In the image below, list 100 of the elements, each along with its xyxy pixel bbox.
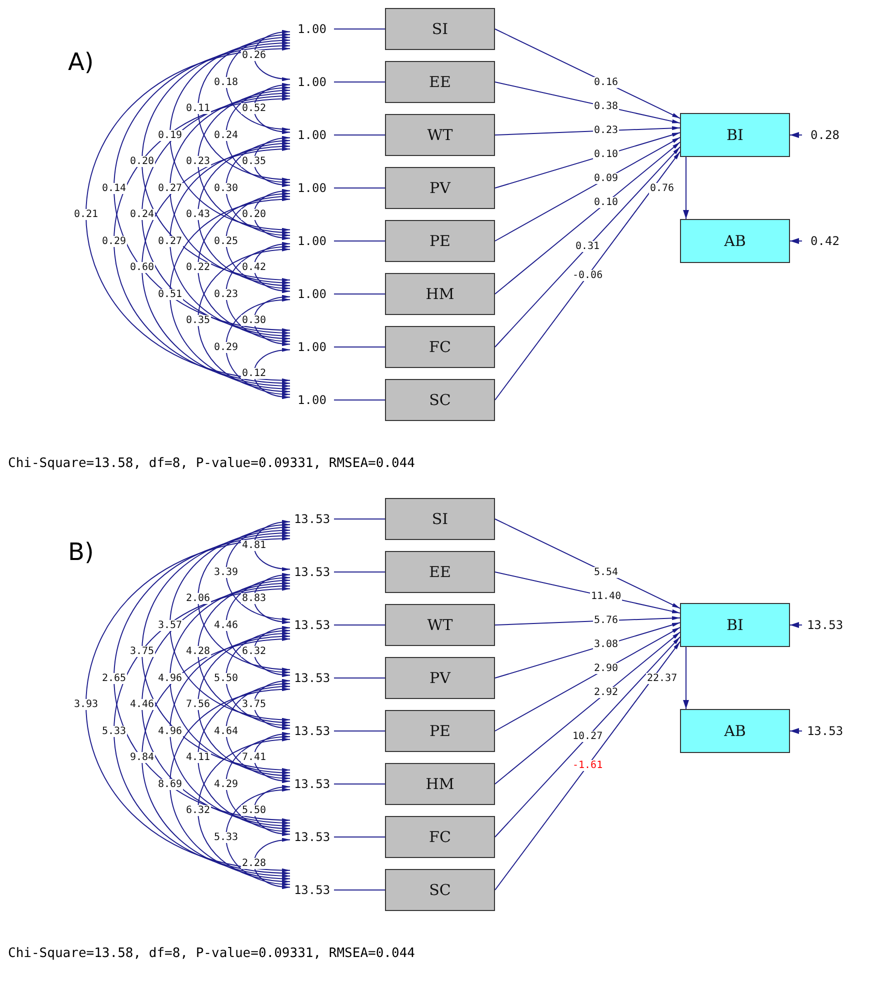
edge-label: 0.10 [593,149,620,160]
edge-label: 0.43 [185,209,212,220]
variable-box: FC [385,816,495,858]
edge-label: 2.28 [241,858,268,869]
curved-arrow [226,298,290,396]
edge-label: 0.12 [241,368,268,379]
curved-arrow [226,245,290,343]
variance-value: 1.00 [290,9,334,49]
curved-arrow [142,532,290,772]
panel-label: B) [68,538,94,566]
curved-arrow [198,579,290,724]
edge-label: 0.09 [593,173,620,184]
edge-label: 0.27 [157,236,184,246]
edge-label: 0.27 [157,182,184,194]
edge-label: 3.08 [593,639,620,650]
variance-value: 1.00 [290,168,334,208]
edge-label: 5.54 [593,567,620,578]
edge-label: 2.06 [185,593,212,604]
curved-arrow [170,92,290,284]
curved-arrow [114,588,290,874]
connector-line [334,624,386,626]
variance-value: 1.00 [290,327,334,367]
error-variance: 0.28 [802,126,848,144]
edge-label: 7.41 [241,752,268,763]
edge-label: 0.23 [213,288,240,300]
edge-label: 3.75 [241,699,268,710]
curved-arrow [254,295,290,346]
edge-label: -1.61 [572,760,604,772]
variance-value: 1.00 [290,380,334,420]
arrow [494,28,680,119]
edge-label: 5.33 [101,726,128,736]
edge-label: 4.46 [129,699,156,710]
curved-arrow [254,83,290,134]
edge-label: 0.10 [593,197,620,208]
curved-arrow [254,136,290,187]
edge-label: 0.76 [649,182,676,194]
curved-arrow [198,89,290,234]
curved-arrow [226,33,290,131]
edge-label: 5.33 [213,832,240,842]
variance-value: 13.53 [290,870,334,910]
variance-value: 1.00 [290,115,334,155]
variable-box: WT [385,114,495,156]
curved-arrow [198,526,290,671]
curved-arrow [254,626,290,677]
curved-arrow [86,47,290,382]
edge-label: 4.29 [213,778,240,790]
variable-box: SC [385,379,495,421]
arrow [494,632,680,784]
curved-arrow [142,42,290,282]
curved-arrow [198,142,290,287]
edge-label: 4.96 [157,672,184,684]
panel-label: A) [68,48,94,76]
edge-label: 4.81 [241,540,268,551]
connector-line [334,730,386,732]
edge-label: 0.29 [101,236,128,246]
curved-arrow [142,638,290,878]
variable-box: EE [385,61,495,103]
edge-label: 3.57 [157,620,184,630]
variance-value: 13.53 [290,552,334,592]
variable-box: PV [385,657,495,699]
edge-label: 4.28 [185,646,212,657]
curved-arrow [198,36,290,181]
edge-label: 11.40 [590,591,622,602]
edge-label: 0.30 [213,182,240,194]
edge-label: 2.65 [101,672,128,684]
edge-label: 5.50 [213,672,240,684]
variance-value: 13.53 [290,658,334,698]
edge-label: 0.21 [73,209,100,220]
variable-box: SI [385,498,495,540]
variance-value: 13.53 [290,711,334,751]
arrow [494,636,680,838]
arrow [790,622,802,628]
arrow [790,132,802,138]
variance-value: 1.00 [290,274,334,314]
edge-label: 0.35 [241,156,268,167]
edge-label: 0.20 [241,209,268,220]
curved-arrow [170,635,290,827]
curved-arrow [226,682,290,780]
arrow [790,728,802,734]
variable-box: PE [385,710,495,752]
arrow [494,136,680,242]
curved-arrow [114,44,290,332]
variable-box: HM [385,763,495,805]
curved-arrow [254,732,290,783]
connector-line [334,240,386,242]
edge-label: 3.75 [129,646,156,657]
variable-box: AB [680,709,790,753]
edge-label: 4.64 [213,726,240,736]
edge-label: 4.11 [185,752,212,763]
variable-box: SI [385,8,495,50]
error-variance: 13.53 [802,722,848,740]
variance-value: 13.53 [290,817,334,857]
connector-line [334,836,386,838]
curved-arrow [170,529,290,721]
arrow [494,626,680,732]
curved-arrow [198,248,290,393]
edge-label: 0.16 [593,77,620,88]
variable-box: WT [385,604,495,646]
curved-arrow [114,534,290,822]
error-variance: 0.42 [802,232,848,250]
